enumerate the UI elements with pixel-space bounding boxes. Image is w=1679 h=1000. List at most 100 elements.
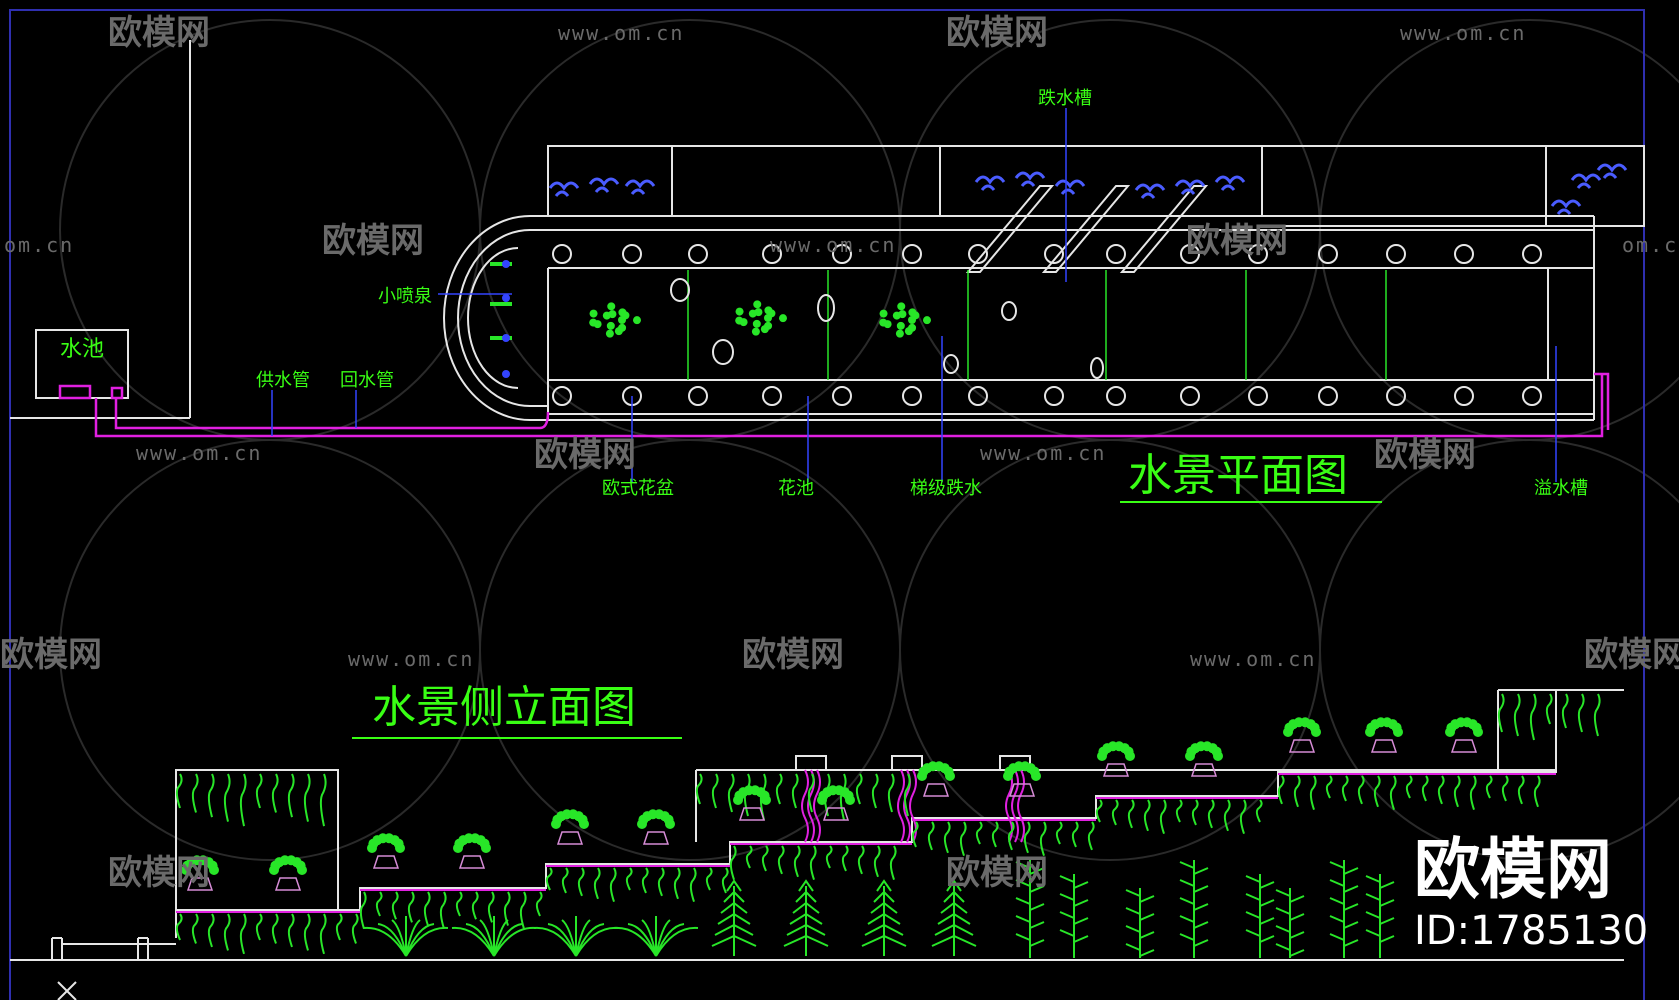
urn-flower bbox=[1213, 751, 1223, 761]
blue-shrub bbox=[588, 177, 620, 193]
watermark-url: www.om.cn bbox=[770, 233, 896, 257]
flowerpot-circle bbox=[552, 386, 572, 406]
euro-flowerpot-elevations bbox=[181, 717, 1483, 891]
vine-strand bbox=[175, 773, 183, 809]
shrub-leaf bbox=[589, 309, 598, 318]
vine-strand bbox=[319, 773, 327, 827]
bamboo-leaf bbox=[1365, 893, 1395, 907]
watermark-big-brand: 欧模网 bbox=[1414, 831, 1612, 908]
bamboo-leaf bbox=[1125, 907, 1155, 921]
vine-strand bbox=[1453, 775, 1461, 808]
label-pool: 水池 bbox=[60, 337, 104, 362]
vine-strand bbox=[873, 845, 881, 878]
bamboo-leaf bbox=[1329, 879, 1359, 893]
flowerpot-circle bbox=[832, 386, 852, 406]
shrub-leaf bbox=[607, 302, 616, 311]
vine-strand bbox=[535, 891, 543, 917]
bamboo-leaf bbox=[1059, 875, 1089, 889]
vine-strand bbox=[1039, 821, 1047, 857]
vine-strand bbox=[807, 773, 815, 813]
watermark-brand: 欧模网 bbox=[1186, 221, 1288, 261]
grass-blade bbox=[627, 923, 657, 957]
vine-strand bbox=[927, 821, 935, 851]
bamboo-leaf bbox=[1275, 925, 1305, 939]
bamboo-leaf bbox=[1275, 907, 1305, 921]
urn-flower bbox=[845, 795, 855, 805]
flowerpot-circle bbox=[968, 386, 988, 406]
grass-blade bbox=[547, 923, 577, 957]
vine-strand bbox=[1517, 775, 1525, 805]
vine-strand bbox=[695, 773, 703, 805]
urn bbox=[822, 807, 850, 821]
waterfall-strand bbox=[897, 769, 905, 843]
top-planter-shrubs bbox=[548, 163, 1628, 215]
vine-strand bbox=[1593, 693, 1601, 737]
elevation-title: 水景侧立面图 bbox=[372, 682, 636, 733]
vine-strand bbox=[889, 845, 897, 881]
vine-strand bbox=[887, 773, 895, 813]
urn-flower bbox=[1311, 727, 1321, 737]
vine-strand bbox=[519, 891, 527, 930]
flowerpot-circle bbox=[1386, 244, 1406, 264]
water-pipes bbox=[58, 372, 1610, 438]
urn-flower bbox=[945, 771, 955, 781]
vine-strand bbox=[609, 867, 617, 903]
blue-shrub bbox=[548, 181, 580, 197]
vine-strand bbox=[871, 773, 879, 809]
vine-strand bbox=[1357, 775, 1365, 805]
shrub-leaf bbox=[896, 321, 905, 330]
shrub-leaf bbox=[605, 329, 614, 338]
bamboo-leaf bbox=[1179, 861, 1209, 875]
blue-shrub bbox=[1174, 179, 1206, 195]
grass-blade bbox=[655, 926, 699, 957]
watermark-brand: 欧模网 bbox=[108, 853, 210, 893]
watermark-url: www.om.cn bbox=[980, 441, 1106, 465]
bamboo-leaf bbox=[1015, 897, 1045, 911]
grass-blade bbox=[391, 919, 407, 957]
conifer-branch bbox=[786, 923, 826, 936]
vine-strand bbox=[911, 821, 919, 848]
waterfall-strand bbox=[813, 769, 821, 843]
flowerpot-circle bbox=[1522, 244, 1542, 264]
vine-strand bbox=[1577, 693, 1585, 733]
shrub-leaf bbox=[760, 325, 769, 334]
urn bbox=[738, 807, 766, 821]
flower-pool-partitions bbox=[687, 270, 1387, 380]
vine-strand bbox=[975, 821, 983, 845]
vine-strand bbox=[761, 845, 769, 872]
cursor-cross-icon bbox=[57, 981, 77, 1000]
bamboo-leaf bbox=[1275, 943, 1305, 957]
vine-strand bbox=[1127, 799, 1135, 829]
bamboo-leaf bbox=[1365, 911, 1395, 925]
vine-strand bbox=[1373, 775, 1381, 808]
conifer-branch bbox=[940, 901, 968, 914]
bamboo-leaf bbox=[1015, 915, 1045, 929]
flowerpot-circle bbox=[902, 386, 922, 406]
flowerpot-circle bbox=[1180, 244, 1200, 264]
conifer-branch bbox=[717, 912, 751, 925]
shrub-leaf bbox=[908, 308, 917, 317]
blue-shrub bbox=[1014, 171, 1046, 187]
bamboo-leaf bbox=[1179, 879, 1209, 893]
urn bbox=[922, 783, 950, 797]
flowerpot-circle bbox=[968, 244, 988, 264]
label-gong-shui-guan: 供水管 bbox=[256, 370, 310, 391]
vine-strand bbox=[359, 891, 367, 930]
label-hua-chi: 花池 bbox=[778, 478, 814, 499]
conifer-branch bbox=[861, 934, 907, 947]
shrub-leaf bbox=[879, 309, 888, 318]
flowerpot-circle bbox=[688, 244, 708, 264]
vine-strand bbox=[1533, 775, 1541, 808]
vine-strand bbox=[1143, 799, 1151, 832]
urn-flower bbox=[1393, 727, 1403, 737]
grass-blade bbox=[533, 926, 577, 957]
vine-strand bbox=[745, 845, 753, 869]
bamboo-leaf bbox=[1329, 915, 1359, 929]
flowerpot-circle bbox=[1248, 386, 1268, 406]
vine-strand bbox=[545, 867, 553, 891]
vine-strand bbox=[303, 913, 311, 951]
small-fountains bbox=[490, 260, 512, 378]
urn bbox=[1288, 739, 1316, 753]
conifer-branch bbox=[937, 912, 971, 925]
shrub-leaf bbox=[883, 320, 892, 329]
